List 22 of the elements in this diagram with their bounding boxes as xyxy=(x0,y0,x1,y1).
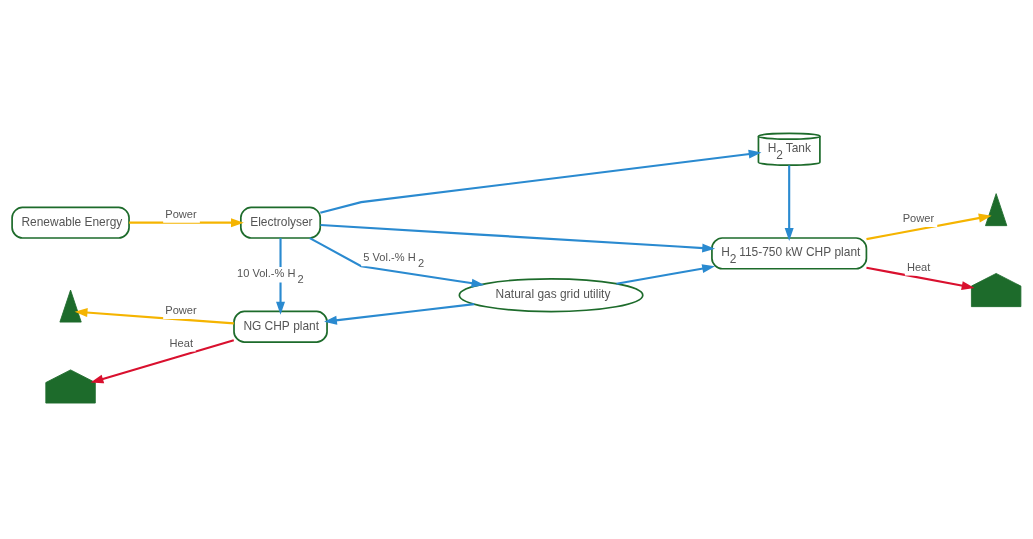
arrow xyxy=(784,164,794,241)
edge-label: Heat xyxy=(169,336,193,349)
edge-label: Power xyxy=(165,207,197,220)
node-box: NG CHP plant xyxy=(233,310,328,343)
node-house xyxy=(970,272,1022,307)
node-box: Electrolyser xyxy=(240,205,322,239)
edge-label: Power xyxy=(165,303,197,316)
arrow xyxy=(74,307,234,324)
arrow xyxy=(320,223,716,253)
arrow xyxy=(616,263,716,285)
edge-label: Heat xyxy=(906,260,931,273)
arrow xyxy=(324,302,475,325)
arrow xyxy=(129,217,244,227)
node-box: Renewable Energy xyxy=(11,205,130,239)
node-pylon xyxy=(985,192,1008,226)
arrow xyxy=(320,149,762,214)
edge-label: Power xyxy=(902,211,935,224)
arrow xyxy=(866,266,975,290)
arrow xyxy=(90,338,235,383)
node-pylon xyxy=(59,289,82,322)
arrow xyxy=(309,236,485,288)
node-house xyxy=(45,368,96,403)
